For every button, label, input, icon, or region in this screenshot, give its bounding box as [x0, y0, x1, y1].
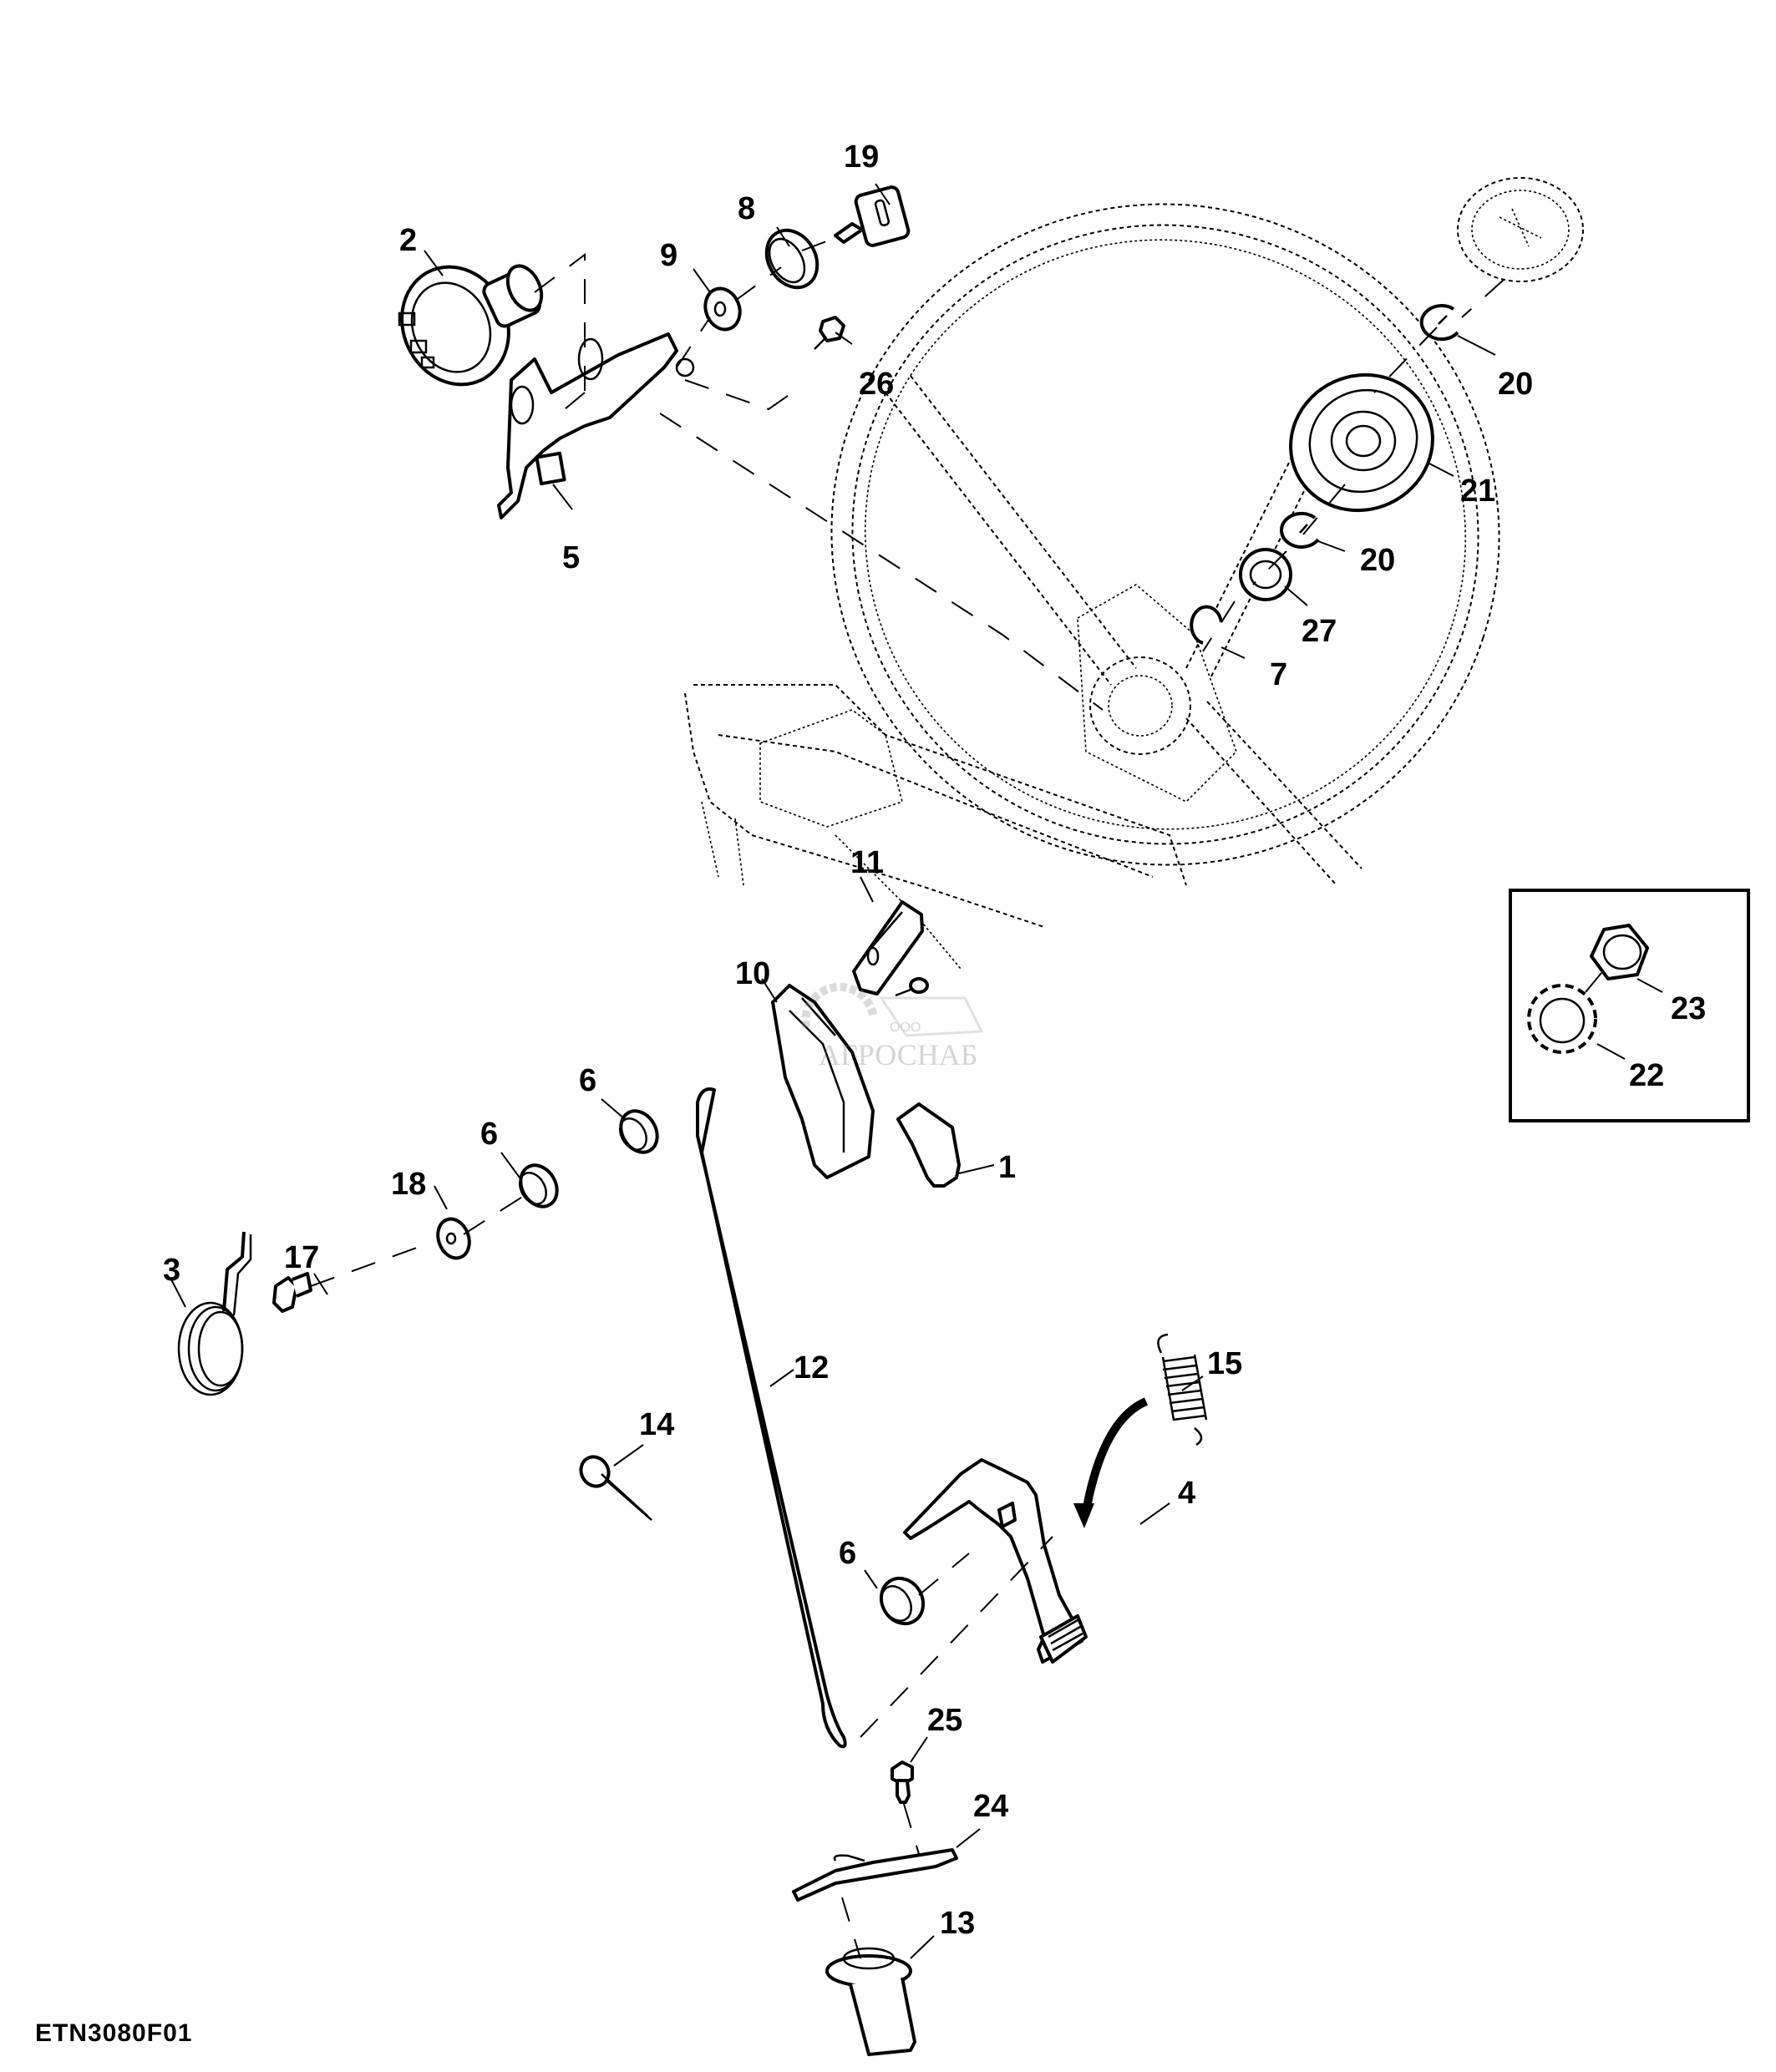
callout-6-lower: 6 [839, 1536, 856, 1571]
callout-14: 14 [639, 1407, 674, 1442]
callout-20-lower: 20 [1360, 543, 1395, 578]
callout-8: 8 [738, 191, 755, 226]
callout-labels: 1 2 3 4 5 6 6 6 7 8 9 10 11 12 13 14 15 … [163, 139, 1533, 1941]
torsion-spring-3 [177, 1231, 252, 1396]
dashboard-console-ghost [684, 684, 1187, 970]
hex-nut-23 [1590, 924, 1649, 980]
plate-24 [792, 1848, 958, 1902]
callout-6-upper: 6 [579, 1063, 596, 1098]
callout-17: 17 [284, 1240, 319, 1275]
watermark-name: АГРОСНАБ [819, 1038, 977, 1071]
cap-screw-17 [272, 1272, 312, 1313]
callout-7: 7 [1270, 657, 1287, 692]
bushing-6-middle [519, 1163, 559, 1208]
callout-25: 25 [927, 1703, 962, 1738]
screw-26 [814, 316, 845, 350]
knob-11 [852, 900, 924, 995]
callout-27: 27 [1302, 614, 1337, 649]
callout-24: 24 [973, 1789, 1008, 1824]
callout-12: 12 [794, 1350, 829, 1386]
callout-13: 13 [940, 1906, 975, 1941]
callout-6-middle: 6 [480, 1117, 498, 1152]
callout-3: 3 [163, 1253, 180, 1288]
brake-rod-12 [696, 1087, 847, 1749]
callout-11: 11 [850, 845, 884, 880]
bolt-small [895, 977, 929, 997]
horn-cap-ghost [1457, 177, 1584, 282]
bushing-6-lower [879, 1576, 926, 1626]
boot-13 [825, 1947, 916, 2056]
extension-spring-15 [1157, 1333, 1208, 1446]
callout-19: 19 [844, 139, 879, 175]
callout-22: 22 [1629, 1058, 1664, 1093]
watermark-logo: ООО АГРОСНАБ [801, 982, 984, 1071]
retainer-clip-lower [1280, 511, 1320, 549]
ignition-switch [398, 264, 544, 387]
detail-inset: 23 22 [1509, 889, 1750, 1122]
snap-ring-7 [1190, 605, 1223, 645]
callout-9: 9 [660, 238, 677, 273]
callout-4: 4 [1178, 1476, 1195, 1511]
callout-15: 15 [1207, 1346, 1242, 1381]
switch-bracket [497, 332, 695, 519]
steering-adapter [1289, 372, 1434, 513]
callout-leaders [170, 183, 1496, 1959]
flange-screw-25 [891, 1760, 914, 1804]
assembly-lines [310, 237, 1505, 1959]
bushing-6-upper [619, 1109, 659, 1154]
callout-21: 21 [1460, 474, 1495, 509]
switch-nut [764, 228, 819, 290]
combine-harvester-icon [879, 996, 984, 1037]
hair-pin-clip-14 [579, 1455, 652, 1521]
brake-pedal-4 [903, 1397, 1149, 1664]
gear-icon [801, 982, 877, 1028]
callout-2: 2 [399, 223, 417, 258]
bushing-27 [1239, 548, 1292, 601]
washer-18 [436, 1217, 471, 1260]
watermark-prefix: ООО [890, 1021, 921, 1035]
callout-5: 5 [562, 540, 580, 575]
retainer-clip-upper [1419, 304, 1459, 342]
pedal-pad-1 [896, 1102, 961, 1188]
callout-18: 18 [391, 1167, 426, 1202]
callout-23: 23 [1671, 991, 1706, 1026]
washer-9 [703, 286, 742, 332]
lever-grip-10 [771, 984, 875, 1179]
callout-26: 26 [859, 367, 894, 402]
lock-washer-22 [1527, 984, 1597, 1054]
figure-id: ETN3080F01 [35, 2019, 193, 2047]
ignition-key [834, 185, 911, 247]
callout-1: 1 [998, 1150, 1016, 1185]
callout-10: 10 [735, 956, 770, 991]
callout-20-upper: 20 [1498, 367, 1533, 402]
